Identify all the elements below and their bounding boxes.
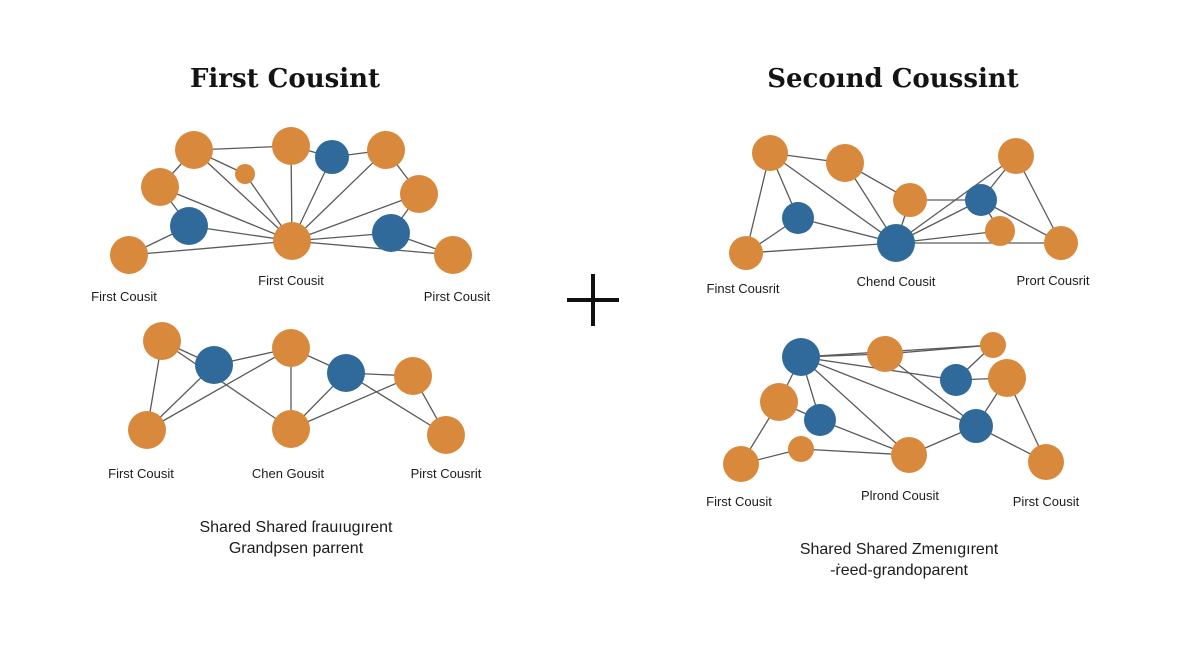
node-label: First Cousit xyxy=(108,466,174,481)
node xyxy=(867,336,903,372)
node xyxy=(128,411,166,449)
node xyxy=(891,437,927,473)
node xyxy=(367,131,405,169)
node xyxy=(272,127,310,165)
node xyxy=(760,383,798,421)
node xyxy=(788,436,814,462)
node-label: Pirst Cousit xyxy=(1013,494,1080,509)
right-caption: Shared Shared Zmenıgırent -ṙeed-grandopa… xyxy=(699,539,1099,581)
left-caption: Shared Shared ſrauıugırent Grandpsen par… xyxy=(96,517,496,559)
node xyxy=(110,236,148,274)
node xyxy=(175,131,213,169)
node xyxy=(434,236,472,274)
network-left-top: First Cousit First Cousit Pirst Cousit xyxy=(91,127,491,304)
network-right-top: Finst Cousrit Chend Cousit Prort Cousrit xyxy=(707,135,1090,296)
left-caption-line1: Shared Shared ſrauıugırent xyxy=(199,519,393,536)
node xyxy=(143,322,181,360)
node xyxy=(723,446,759,482)
node xyxy=(400,175,438,213)
left-title: First Cousint xyxy=(189,64,381,94)
node xyxy=(1044,226,1078,260)
node xyxy=(998,138,1034,174)
node-label: First Cousit xyxy=(91,289,157,304)
node-label: Prort Cousrit xyxy=(1017,273,1090,288)
node xyxy=(272,329,310,367)
node xyxy=(1028,444,1064,480)
node-label: First Cousit xyxy=(706,494,772,509)
node xyxy=(427,416,465,454)
network-left-bottom: First Cousit Chen Gousit Pirst Cousrit xyxy=(108,322,482,481)
node xyxy=(195,346,233,384)
node xyxy=(394,357,432,395)
node xyxy=(235,164,255,184)
node xyxy=(980,332,1006,358)
node-label: Chen Gousit xyxy=(252,466,325,481)
node xyxy=(959,409,993,443)
node xyxy=(752,135,788,171)
node-label: Pirst Cousrit xyxy=(411,466,482,481)
node xyxy=(170,207,208,245)
node xyxy=(272,410,310,448)
node xyxy=(782,338,820,376)
node-label: Pirst Cousit xyxy=(424,289,491,304)
node-label: Finst Cousrit xyxy=(707,281,780,296)
node xyxy=(782,202,814,234)
plus-icon xyxy=(563,268,623,328)
node xyxy=(877,224,915,262)
node xyxy=(988,359,1026,397)
node xyxy=(273,222,311,260)
node xyxy=(893,183,927,217)
node xyxy=(315,140,349,174)
left-caption-line2: Grandpsen parrent xyxy=(228,540,364,557)
right-title: Secoınd Coussint xyxy=(767,64,1019,94)
node xyxy=(940,364,972,396)
node xyxy=(826,144,864,182)
right-caption-line2: -ṙeed-grandoparent xyxy=(830,562,968,579)
node xyxy=(141,168,179,206)
node xyxy=(804,404,836,436)
right-caption-line1: Shared Shared Zmenıgırent xyxy=(799,541,999,558)
node-label: Plrond Cousit xyxy=(861,488,939,503)
network-right-bottom: First Cousit Plrond Cousit Pirst Cousit xyxy=(706,332,1080,509)
node xyxy=(985,216,1015,246)
node xyxy=(327,354,365,392)
node xyxy=(729,236,763,270)
node xyxy=(372,214,410,252)
node-label: Chend Cousit xyxy=(857,274,936,289)
node-label: First Cousit xyxy=(258,273,324,288)
node xyxy=(965,184,997,216)
